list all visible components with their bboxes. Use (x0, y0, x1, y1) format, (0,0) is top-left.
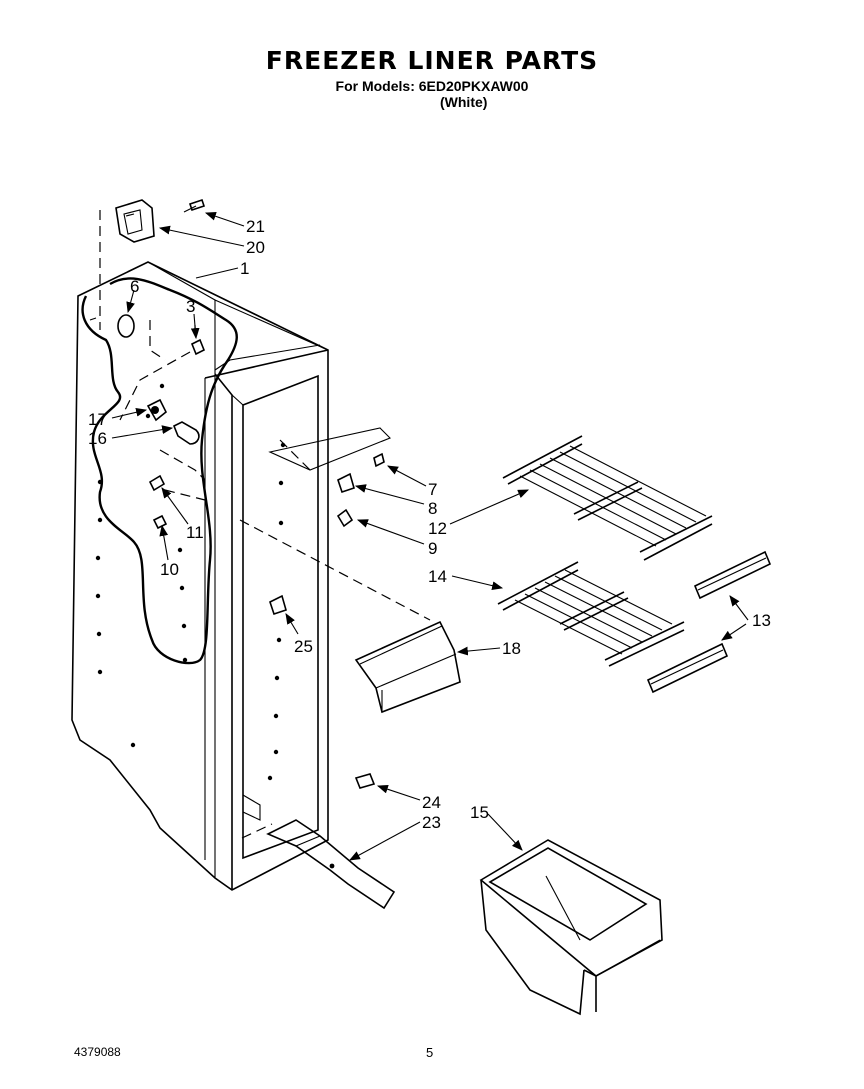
model-line: For Models: 6ED20PKXAW00 (335, 78, 529, 94)
callout-24: 24 (422, 793, 441, 812)
page-number: 5 (426, 1045, 434, 1060)
clip-3 (190, 338, 206, 356)
callout-16: 16 (88, 429, 107, 448)
callout-18: 18 (502, 639, 521, 658)
part-25 (269, 594, 287, 616)
part-15-bin (479, 839, 663, 1016)
shelf-bracket-cluster (268, 427, 391, 528)
page-title: FREEZER LINER PARTS (265, 46, 599, 75)
screw-10 (152, 514, 168, 530)
callout-17: 17 (88, 410, 107, 429)
shelf-14 (497, 561, 685, 667)
screw-21 (183, 198, 206, 213)
light-bulb (172, 421, 200, 445)
callout-23: 23 (422, 813, 441, 832)
callout-6: 6 (130, 277, 139, 296)
callout-15: 15 (470, 803, 489, 822)
leader-lines (111, 212, 749, 861)
part-23-bracket (266, 819, 396, 910)
callout-3: 3 (186, 297, 195, 316)
callout-7: 7 (428, 480, 437, 499)
callout-10: 10 (160, 560, 179, 579)
screw-11 (148, 474, 166, 492)
callout-11: 11 (186, 523, 204, 542)
callout-20: 20 (246, 238, 265, 257)
shelf-12 (502, 435, 713, 561)
callout-9: 9 (428, 539, 437, 558)
part-18 (354, 620, 461, 714)
screw-24 (354, 773, 376, 789)
callout-8: 8 (428, 499, 437, 518)
freezer-liner (71, 210, 431, 891)
color-line: (White) (440, 94, 488, 110)
callout-1: 1 (240, 259, 249, 278)
lamp-cover (117, 314, 135, 338)
light-socket (146, 398, 168, 422)
callout-25: 25 (294, 637, 313, 656)
document-number: 4379088 (74, 1045, 121, 1059)
callout-14: 14 (428, 567, 447, 586)
light-housing (115, 199, 155, 243)
shelf-rails-13 (646, 550, 772, 694)
callout-21: 21 (246, 217, 265, 236)
callout-13: 13 (752, 611, 771, 630)
callout-12: 12 (428, 519, 447, 538)
